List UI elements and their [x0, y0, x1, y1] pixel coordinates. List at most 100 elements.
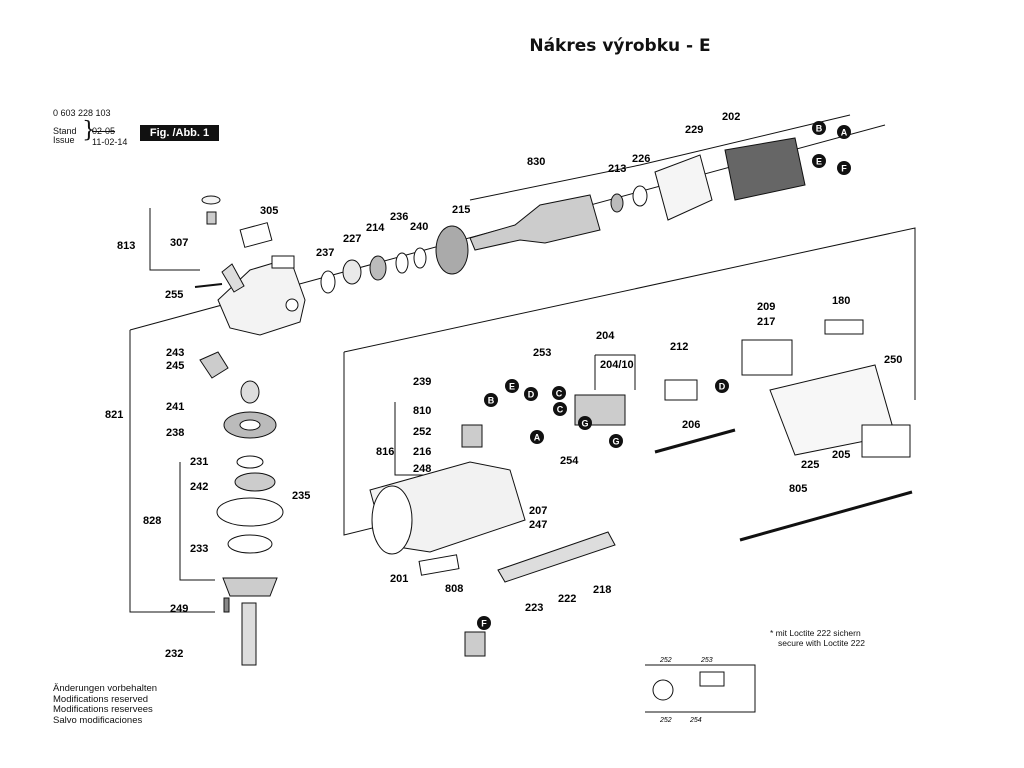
connector-letter: B — [488, 396, 495, 406]
bearing-group-bracket — [179, 462, 215, 581]
connector-marker — [505, 379, 519, 393]
part-label: 217 — [757, 316, 775, 328]
schematic-label: 252 — [659, 657, 672, 664]
part-label: 205 — [832, 449, 850, 461]
cap-group-bracket — [149, 208, 200, 271]
connector-marker — [552, 386, 566, 400]
part-label: 225 — [801, 459, 819, 471]
connector-marker — [812, 121, 826, 135]
loctite-line: secure with Loctite 222 — [778, 637, 865, 648]
stand-label: Stand — [53, 126, 77, 136]
flange-screw — [223, 597, 230, 613]
housing-opening — [371, 485, 413, 555]
part-label: 231 — [190, 456, 208, 468]
armature-830 — [469, 194, 601, 251]
connector-marker — [530, 430, 544, 444]
part-label: 213 — [608, 163, 626, 175]
connector-letter: A — [841, 128, 848, 138]
bearing-237 — [320, 270, 336, 294]
part-label: 232 — [165, 648, 183, 660]
connector-letter: D — [719, 382, 726, 392]
part-label: 204/10 — [600, 359, 634, 371]
bevel-gear-hub — [239, 419, 261, 431]
needle-bearing — [240, 380, 260, 404]
capacitor-212 — [664, 379, 698, 401]
loctite-note: * mit Loctite 222 sichern secure with Lo… — [770, 628, 865, 648]
part-label: 250 — [884, 354, 902, 366]
connector-letter: F — [841, 164, 847, 174]
label-808 — [418, 554, 460, 576]
stand-date: 02-05 — [92, 126, 116, 136]
part-label: 305 — [260, 205, 278, 217]
date-brace: } — [82, 118, 96, 143]
part-label: 808 — [445, 583, 463, 595]
circuit-outline — [645, 664, 756, 713]
part-label: 237 — [316, 247, 334, 259]
circuit-schematic — [645, 664, 756, 713]
switch-216 — [461, 424, 483, 448]
cap-part — [201, 195, 221, 205]
part-label: 202 — [722, 111, 740, 123]
issue-label: Issue — [53, 135, 75, 145]
power-cord-205 — [739, 490, 913, 542]
connector-letter: B — [816, 124, 823, 134]
part-label: 805 — [789, 483, 807, 495]
part-label: 238 — [166, 427, 184, 439]
part-labels: 8133053072552432452412382312422352338282… — [105, 111, 902, 660]
switch-group-bracket — [394, 402, 430, 476]
part-label: 249 — [170, 603, 188, 615]
part-label: 201 — [390, 573, 408, 585]
connector-letter: C — [557, 405, 564, 415]
ball-bearing — [234, 472, 276, 492]
part-label: 828 — [143, 515, 161, 527]
connector-letter: C — [556, 389, 563, 399]
part-label: 830 — [527, 156, 545, 168]
part-label: 227 — [343, 233, 361, 245]
part-label: 209 — [757, 301, 775, 313]
gear-group-bracket — [129, 330, 215, 613]
part-label: 307 — [170, 237, 188, 249]
part-label: 180 — [832, 295, 850, 307]
connector-letter: E — [509, 382, 515, 392]
brush-bracket-top — [595, 354, 636, 390]
bearing-214 — [369, 255, 387, 281]
schematic-label: 253 — [700, 657, 713, 664]
connector-letter: A — [534, 433, 541, 443]
bearing-227 — [342, 259, 362, 285]
spindle — [241, 602, 257, 666]
part-label: 214 — [366, 222, 385, 234]
part-label: 810 — [413, 405, 431, 417]
part-label: 229 — [685, 124, 703, 136]
part-label: 215 — [452, 204, 470, 216]
part-label: 242 — [190, 481, 208, 493]
page-title: Nákres výrobku - E — [529, 36, 711, 56]
motor-symbol — [652, 679, 674, 701]
screw-part — [194, 283, 223, 288]
modifications-line: Modifications reservees — [53, 704, 153, 715]
housing-plate — [271, 255, 295, 269]
shaft-part — [221, 263, 245, 293]
connector-marker — [812, 154, 826, 168]
connector-marker — [578, 416, 592, 430]
o-ring — [227, 534, 273, 554]
motor-assembly — [320, 137, 806, 294]
part-label: 206 — [682, 419, 700, 431]
connector-marker — [484, 393, 498, 407]
part-label: 226 — [632, 153, 650, 165]
part-label: 240 — [410, 221, 428, 233]
connector-marker — [477, 616, 491, 630]
part-label: 207 — [529, 505, 547, 517]
connector-letter: G — [581, 419, 588, 429]
retaining-ring — [236, 455, 264, 469]
schematic-label: 252 — [659, 717, 672, 724]
lower-frame-top — [343, 227, 916, 400]
part-label: 236 — [390, 211, 408, 223]
part-label: 233 — [190, 543, 208, 555]
part-label: 223 — [525, 602, 543, 614]
tie-rod-206 — [654, 428, 736, 454]
part-label: 216 — [413, 446, 431, 458]
connector-marker — [837, 125, 851, 139]
connector-letter: G — [612, 437, 619, 447]
